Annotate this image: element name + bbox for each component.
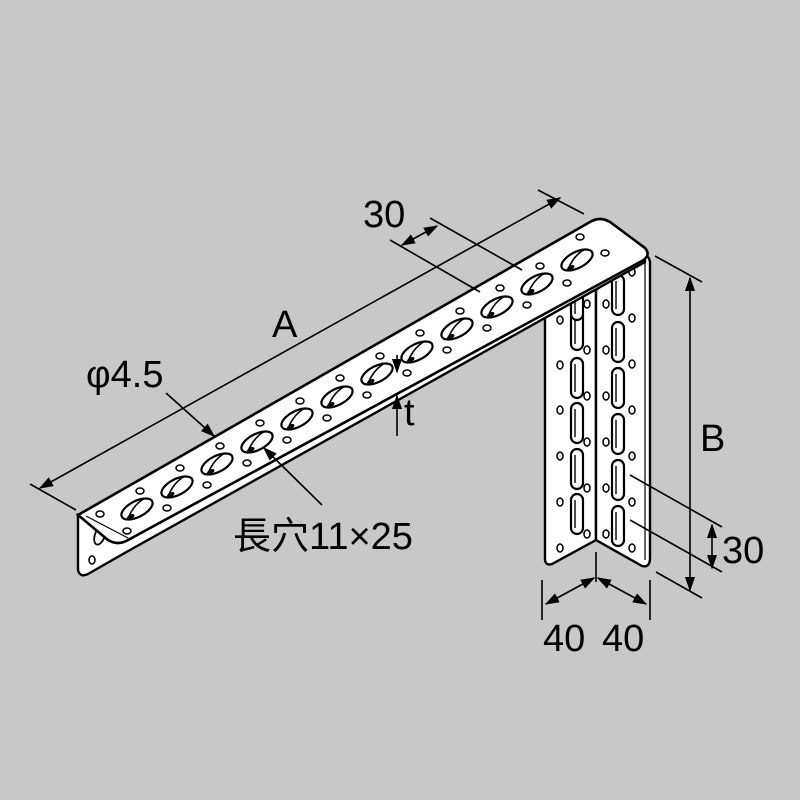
dimension-lines [29,189,723,620]
thickness-label: t [404,392,415,434]
length-a-label: A [272,304,298,346]
pitch-side-label: 30 [722,530,765,572]
hole-diameter-label: φ4.5 [86,354,164,396]
slot-size-label: 長穴11×25 [233,516,413,558]
flange-width-2-label: 40 [602,618,645,660]
flange-width-1-label: 40 [543,618,586,660]
pitch-top-label: 30 [363,194,406,236]
length-b-label: B [700,418,726,460]
